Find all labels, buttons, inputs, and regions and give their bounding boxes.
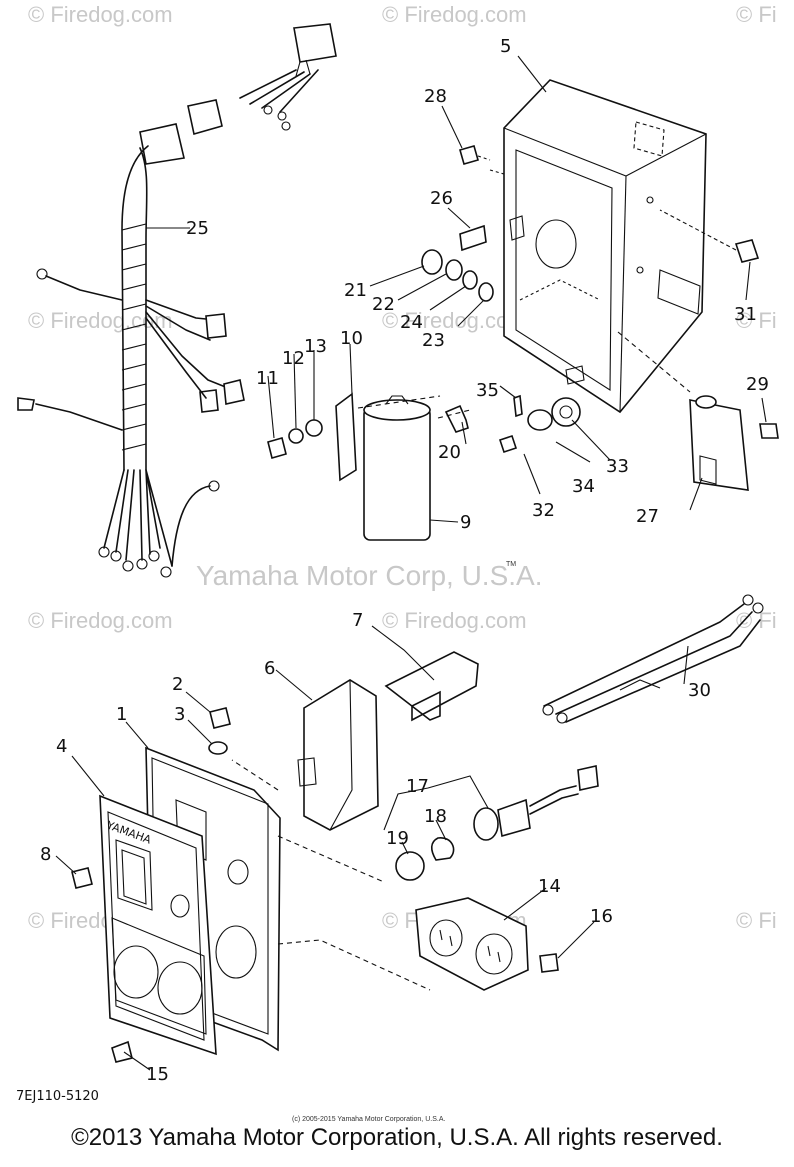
watermark: © Firedog.com (382, 608, 527, 633)
cable-30 (542, 594, 764, 724)
callout-26: 26 (430, 188, 453, 209)
bushing-group-33 (498, 397, 581, 454)
callout-30: 30 (688, 680, 711, 701)
watermark: © Fi (736, 308, 777, 333)
control-box-5 (503, 79, 707, 414)
faceplate-4: YAMAHA (99, 794, 217, 1056)
watermark: © Firedog.com (28, 608, 173, 633)
receptacle-14 (415, 897, 559, 991)
callout-15: 15 (146, 1064, 169, 1085)
trademark: TM (506, 561, 516, 568)
watermark: © Fi (736, 608, 777, 633)
cap-31 (659, 209, 760, 263)
callout-13: 13 (304, 336, 327, 357)
callout-32: 32 (532, 500, 555, 521)
watermark: © Fi (736, 908, 777, 933)
callout-23: 23 (422, 330, 445, 351)
callout-17: 17 (406, 776, 429, 797)
leader-lines (55, 55, 767, 1071)
pin-35 (513, 394, 523, 418)
screw-20 (444, 404, 469, 433)
pilot-lamp-17 (395, 765, 599, 881)
callout-21: 21 (344, 280, 367, 301)
callout-6: 6 (264, 658, 275, 679)
callout-4: 4 (56, 736, 67, 757)
callout-20: 20 (438, 442, 461, 463)
callout-33: 33 (606, 456, 629, 477)
callout-5: 5 (500, 36, 511, 57)
copyright-small: (c) 2005-2015 Yamaha Motor Corporation, … (292, 1116, 445, 1123)
callout-24: 24 (400, 312, 423, 333)
callout-9: 9 (460, 512, 471, 533)
screw-8 (71, 867, 93, 889)
callout-8: 8 (40, 844, 51, 865)
callout-1: 1 (116, 704, 127, 725)
callout-19: 19 (386, 828, 409, 849)
watermark: © Firedog.com (382, 308, 527, 333)
washer-3 (208, 741, 228, 755)
watermark-center: Yamaha Motor Corp, U.S.A. (196, 560, 543, 591)
watermark: © Fi (736, 2, 777, 27)
copyright-footer: ©2013 Yamaha Motor Corporation, U.S.A. A… (71, 1124, 723, 1151)
callout-22: 22 (372, 294, 395, 315)
screw-15 (111, 1040, 133, 1063)
watermark: © Firedog.com (382, 2, 527, 27)
callout-34: 34 (572, 476, 595, 497)
wire-harness-25 (17, 23, 337, 578)
callout-7: 7 (352, 610, 363, 631)
callout-14: 14 (538, 876, 561, 897)
callout-2: 2 (172, 674, 183, 695)
diagram-code: 7EJ110-5120 (16, 1089, 99, 1104)
callout-18: 18 (424, 806, 447, 827)
callout-25: 25 (186, 218, 209, 239)
callout-12: 12 (282, 348, 305, 369)
callout-31: 31 (734, 304, 757, 325)
callout-16: 16 (590, 906, 613, 927)
callout-29: 29 (746, 374, 769, 395)
callout-10: 10 (340, 328, 363, 349)
watermark: © Firedog.com (28, 2, 173, 27)
callout-3: 3 (174, 704, 185, 725)
callout-28: 28 (424, 86, 447, 107)
knob-group-21 (421, 249, 494, 302)
callout-27: 27 (636, 506, 659, 527)
callout-35: 35 (476, 380, 499, 401)
bracket-7 (384, 651, 479, 722)
callout-11: 11 (256, 368, 279, 389)
breaker-27 (689, 395, 779, 491)
screw-2 (209, 707, 231, 729)
label-26 (459, 224, 487, 252)
callouts: 5 28 26 25 21 22 24 23 31 10 13 12 11 35… (40, 36, 769, 1085)
watermark: © Firedog.com (28, 308, 173, 333)
capacitor-9 (267, 392, 431, 541)
switch-6 (297, 679, 379, 831)
screw-28 (459, 145, 505, 175)
